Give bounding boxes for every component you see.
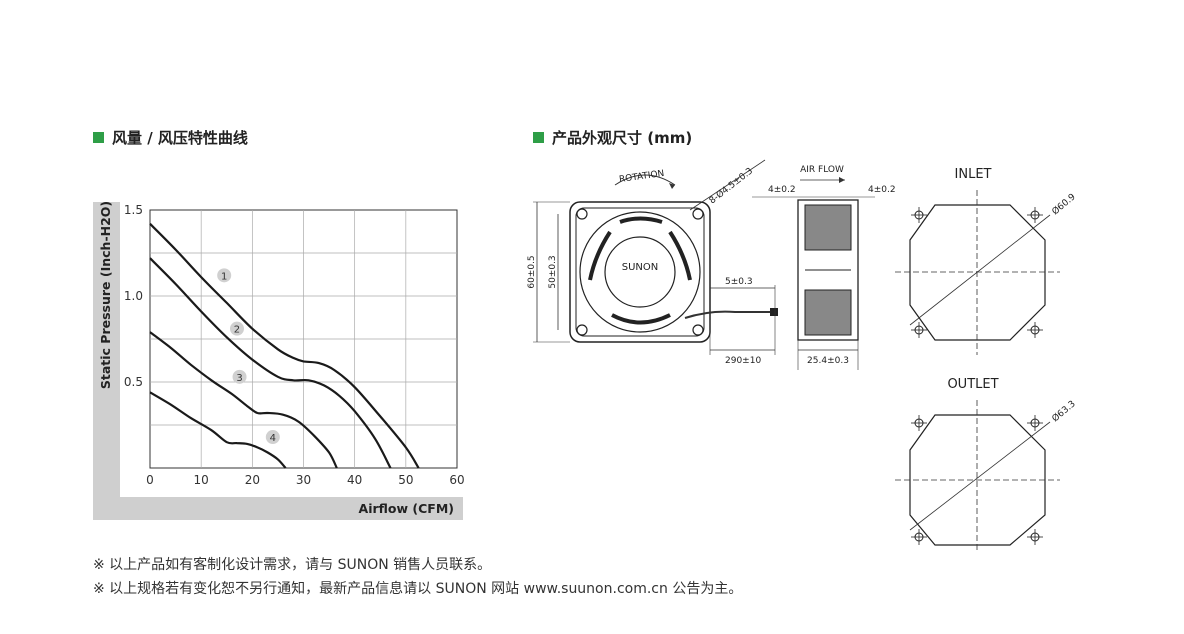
fan-front-side-drawing: ROTATION 8-Ø4.5±0.3 SUNON 5±0.3 290±10 6… (527, 159, 896, 370)
footnotes: ※ 以上产品如有客制化设计需求，请与 SUNON 销售人员联系。 ※ 以上规格若… (93, 553, 742, 601)
curve-marker-circle (229, 321, 244, 336)
mounting-drawings: INLET Ø60.9 OUTLET Ø63.3 (895, 167, 1078, 550)
green-square-icon (93, 132, 104, 143)
x-tick-label: 30 (296, 473, 311, 487)
x-tick-label: 50 (398, 473, 413, 487)
x-tick-label: 60 (449, 473, 464, 487)
fan-front-view (569, 201, 711, 343)
thickness-label: 25.4±0.3 (807, 356, 849, 366)
mount-hole-icon (576, 324, 588, 336)
x-tick-label: 20 (245, 473, 260, 487)
mount-hole-icon (692, 208, 704, 220)
curve-3 (149, 331, 338, 469)
x-tick-label: 10 (194, 473, 209, 487)
chart-ticks: 0 10 20 30 40 50 60 0.5 1.0 1.5 (124, 203, 465, 487)
curve-marker-circle (217, 268, 232, 283)
curve-marker-circle (265, 430, 280, 445)
curve-2 (149, 257, 392, 469)
side-right-label: 4±0.2 (868, 185, 896, 195)
inlet-diameter-label: Ø60.9 (1050, 191, 1078, 217)
outlet-title: OUTLET (947, 377, 998, 392)
lead-length-label: 290±10 (725, 356, 761, 366)
rotation-arrow-icon (669, 183, 675, 189)
green-square-icon (533, 132, 544, 143)
curve-marker-label: 1 (221, 271, 227, 282)
outlet-outline (895, 400, 1060, 550)
x-tick-label: 0 (146, 473, 154, 487)
x-tick-label: 40 (347, 473, 362, 487)
x-axis-band (93, 497, 463, 520)
outlet-hole-markers (911, 415, 1043, 545)
y-axis-band (93, 202, 120, 520)
rotation-arc (614, 174, 676, 186)
height-inner-label: 50±0.3 (548, 255, 558, 288)
brand-label: SUNON (622, 262, 659, 273)
curve-4 (149, 391, 287, 469)
rotation-label: ROTATION (618, 169, 665, 185)
fan-side-view (797, 199, 859, 341)
pq-curve-chart: Static Pressure (Inch-H2O) Airflow (CFM)… (93, 201, 465, 520)
mount-hole-icon (576, 208, 588, 220)
curve-1 (149, 223, 420, 469)
lead-wire (684, 310, 775, 319)
inlet-title: INLET (955, 167, 992, 182)
x-axis-label: Airflow (CFM) (359, 501, 454, 516)
curve-markers: 1 2 3 4 (217, 268, 280, 445)
side-left-label: 4±0.2 (768, 185, 796, 195)
outlet-diameter-label: Ø63.3 (1050, 398, 1078, 424)
holes-label: 8-Ø4.5±0.3 (707, 166, 755, 207)
footnote-customization: ※ 以上产品如有客制化设计需求，请与 SUNON 销售人员联系。 (93, 557, 492, 573)
y-tick-label: 1.5 (124, 203, 143, 217)
curve-marker-label: 2 (234, 325, 240, 336)
lead-offset-label: 5±0.3 (725, 277, 753, 287)
curve-marker-circle (232, 369, 247, 384)
dimension-title-text: 产品外观尺寸 (mm) (552, 129, 693, 147)
airflow-label: AIR FLOW (800, 165, 844, 175)
height-outer-label: 60±0.5 (527, 255, 537, 288)
curve-marker-label: 3 (236, 373, 242, 384)
inlet-hole-markers (911, 207, 1043, 338)
y-tick-label: 0.5 (124, 375, 143, 389)
y-tick-label: 1.0 (124, 289, 143, 303)
inlet-outline (895, 190, 1060, 355)
y-axis-label: Static Pressure (Inch-H2O) (98, 201, 113, 389)
chart-section-title: 风量 / 风压特性曲线 (93, 127, 248, 148)
curve-marker-label: 4 (270, 433, 276, 444)
chart-curves (149, 223, 420, 469)
chart-title-text: 风量 / 风压特性曲线 (112, 129, 248, 147)
lead-connector (770, 308, 778, 316)
dimension-section-title: 产品外观尺寸 (mm) (533, 127, 692, 148)
chart-grid (149, 209, 458, 469)
footnote-specification: ※ 以上规格若有变化恕不另行通知，最新产品信息请以 SUNON 网站 www.s… (93, 581, 743, 597)
mount-hole-icon (692, 324, 704, 336)
